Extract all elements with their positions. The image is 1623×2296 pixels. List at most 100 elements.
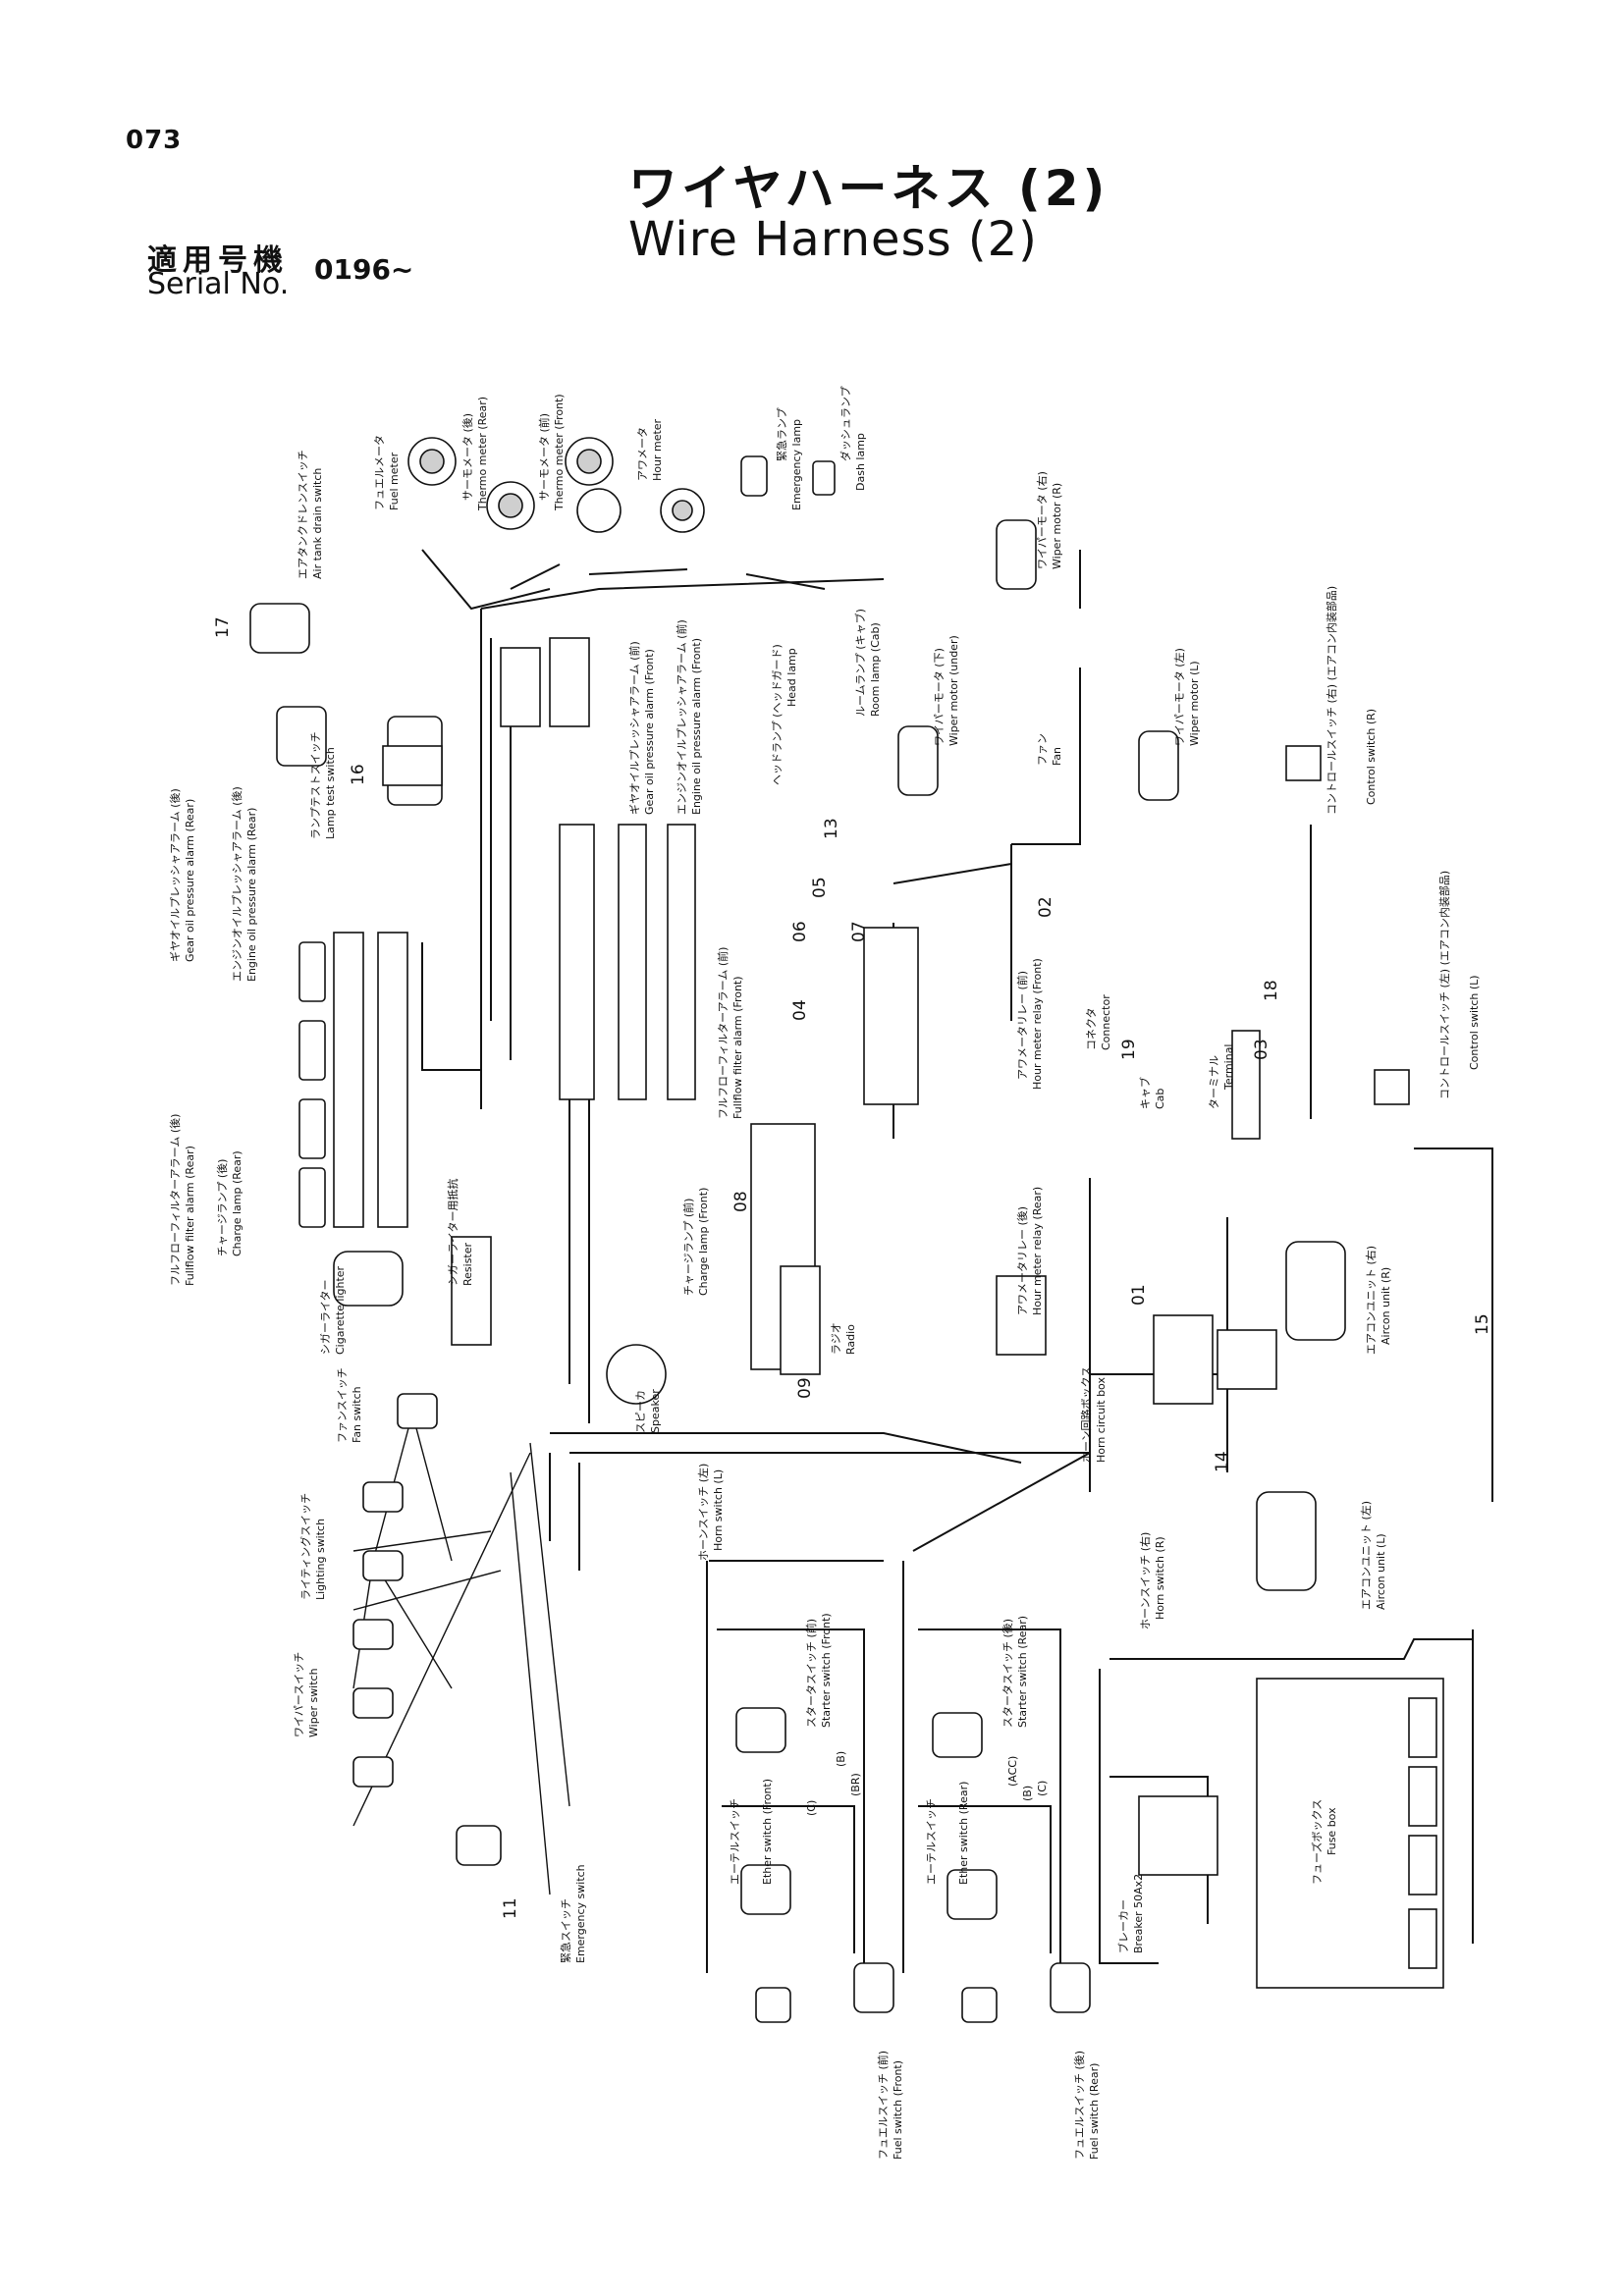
label-cigarette-jp: シガーライター (319, 1279, 332, 1355)
callout-19: 19 (1119, 1039, 1139, 1060)
page-number: 073 (126, 126, 183, 155)
dash-lamp-body (812, 460, 836, 496)
callout-03: 03 (1252, 1039, 1271, 1060)
label-charge-rear-jp: チャージランプ (後) (215, 1159, 229, 1256)
label-fullflow-rear-jp: フルフローフィルターアラーム (後) (168, 1114, 182, 1286)
label-ether-front-en: Ether switch (Front) (761, 1779, 774, 1885)
label-control-switch-r-en: Control switch (R) (1365, 709, 1378, 805)
label-hour-relay-front-jp: アワメータリレー (前) (1015, 971, 1029, 1080)
title-japanese: ワイヤハーネス (2) (628, 160, 1109, 217)
label-hour-meter-jp: アワメータ (636, 427, 649, 481)
label-fuse-box-en: Fuse box (1325, 1807, 1338, 1855)
label-cab-jp: キャブ (1138, 1077, 1152, 1109)
label-wiper-switch-jp: ワイパースイッチ (293, 1652, 305, 1737)
callout-14: 15 (1473, 1313, 1492, 1335)
label-gear-oil-rear-jp: ギヤオイルプレッシャアラーム (後) (168, 788, 182, 962)
label-charge-front-jp: チャージランプ (前) (681, 1199, 695, 1296)
label-wiper-motor-r-jp: ワイパーモータ (右) (1035, 471, 1049, 569)
label-wiper-switch-en: Wiper switch (307, 1668, 320, 1737)
callout-01: 01 (1129, 1284, 1149, 1306)
label-breaker-en: Breaker 50Ax2 (1132, 1874, 1145, 1953)
label-horn-switch-r-en: Horn switch (R) (1154, 1536, 1166, 1620)
serial-label-japanese: 適用号機 (147, 243, 289, 278)
label-wiper-motor-under-en: Wiper motor (under) (947, 635, 960, 746)
label-terminal-br-front: (BR) (849, 1773, 862, 1796)
air-tank-switch-body (249, 603, 310, 654)
label-fuel-switch-rear-en: Fuel switch (Rear) (1088, 2063, 1101, 2160)
label-wiper-motor-r-en: Wiper motor (R) (1051, 483, 1063, 569)
label-thermo-front-en: Thermo meter (Front) (553, 394, 566, 511)
label-lamp-test-en: Lamp test switch (324, 747, 337, 839)
label-aircon-l-jp: エアコンユニット (左) (1360, 1501, 1373, 1610)
callout-05: 05 (810, 877, 830, 898)
label-thermo-front-jp: サーモメータ (前) (537, 413, 551, 501)
label-air-tank-en: Air tank drain switch (311, 468, 324, 579)
label-fullflow-front-jp: フルフローフィルターアラーム (前) (716, 947, 730, 1119)
callout-06: 06 (790, 921, 810, 942)
right-equipment (897, 519, 1410, 1591)
label-ether-rear-en: Ether switch (Rear) (957, 1782, 970, 1885)
label-room-lamp-jp: ルームランプ (キャブ) (853, 609, 867, 717)
label-fan-switch-en: Fan switch (351, 1386, 363, 1443)
label-fuel-switch-rear-jp: フュエルスイッチ (後) (1072, 2051, 1086, 2160)
callout-18: 17 (213, 616, 233, 638)
callout-02: 02 (1036, 896, 1055, 918)
serial-value: 0196~ (314, 253, 414, 286)
callout-09: 09 (795, 1377, 815, 1399)
label-thermo-rear-jp: サーモメータ (後) (460, 413, 474, 501)
callout-04: 04 (790, 999, 810, 1021)
label-terminal-c-rear: (C) (1036, 1781, 1049, 1796)
label-head-lamp-en: Head lamp (785, 648, 798, 707)
fan-switch-body (397, 1393, 438, 1429)
label-aircon-r-jp: エアコンユニット (右) (1364, 1246, 1378, 1355)
label-terminal-b-rear: (B) (1021, 1786, 1034, 1801)
label-hour-relay-front-en: Hour meter relay (Front) (1031, 958, 1044, 1090)
label-emergency-lamp-en: Emergency lamp (790, 419, 803, 510)
label-connector-en: Connector (1100, 994, 1112, 1050)
label-cab-en: Cab (1154, 1089, 1166, 1109)
label-cigarette-en: Cigarette lighter (334, 1265, 347, 1355)
label-lamp-test-jp: ランプテストスイッチ (309, 731, 322, 839)
label-dash-lamp-en: Dash lamp (854, 433, 867, 491)
label-gear-oil-front-jp: ギヤオイルプレッシャアラーム (前) (627, 641, 641, 815)
callout-13: 13 (822, 818, 841, 839)
aircon-unit-r (1285, 1241, 1346, 1341)
radio-group (606, 927, 919, 1405)
speaker-body (606, 1344, 667, 1405)
label-horn-circuit-jp: ホーン回路ボックス (1080, 1366, 1093, 1463)
wiper-motor-r-body (996, 519, 1037, 590)
label-hour-meter-en: Hour meter (651, 418, 664, 481)
label-wiper-motor-l-jp: ワイパーモータ (左) (1173, 648, 1186, 746)
label-dash-lamp-jp: ダッシュランプ (839, 386, 852, 461)
label-terminal-c-front: (C) (805, 1800, 818, 1816)
serial-label-english: Serial No. (147, 267, 290, 301)
label-air-tank-jp: エアタンクドレンスイッチ (297, 450, 309, 579)
label-terminal-acc-rear: (ACC) (1006, 1756, 1019, 1787)
label-hour-relay-rear-jp: アワメータリレー (後) (1015, 1206, 1029, 1315)
label-lighting-switch-jp: ライティングスイッチ (298, 1493, 312, 1600)
label-engine-oil-front-en: Engine oil pressure alarm (Front) (690, 638, 703, 815)
label-emergency-lamp-jp: 緊急ランプ (775, 407, 788, 461)
fuel-switch-rear-body (1050, 1962, 1091, 2013)
label-control-switch-r-jp: コントロールスイッチ (右) (エアコン内装部品) (1325, 586, 1338, 815)
label-aircon-l-en: Aircon unit (L) (1375, 1533, 1387, 1610)
label-fuel-meter-en: Fuel meter (388, 452, 401, 510)
label-charge-front-en: Charge lamp (Front) (697, 1188, 710, 1296)
starter-ether-fuel-group (735, 1707, 1091, 2023)
label-ether-rear-jp: エーテルスイッチ (925, 1798, 938, 1885)
label-fuel-switch-front-en: Fuel switch (Front) (892, 2060, 904, 2160)
lamp-test-switch-body (276, 706, 327, 767)
horn-circuit-box (996, 1275, 1047, 1356)
label-gear-oil-front-en: Gear oil pressure alarm (Front) (643, 649, 656, 815)
label-radio-en: Radio (844, 1324, 857, 1355)
component-labels: フュエルメータ Fuel meter サーモメータ (後) Thermo met… (168, 386, 1481, 2160)
label-starter-front-en: Starter switch (Front) (820, 1613, 833, 1728)
ether-switch-front-body (740, 1864, 791, 1915)
label-engine-oil-rear-en: Engine oil pressure alarm (Rear) (245, 808, 258, 982)
emergency-switch-body (456, 1825, 502, 1866)
label-charge-rear-en: Charge lamp (Rear) (231, 1150, 243, 1256)
label-terminal-jp: ターミナル (1208, 1055, 1220, 1109)
label-starter-rear-en: Starter switch (Rear) (1016, 1616, 1029, 1728)
wiper-motor-l-body (1138, 730, 1179, 801)
